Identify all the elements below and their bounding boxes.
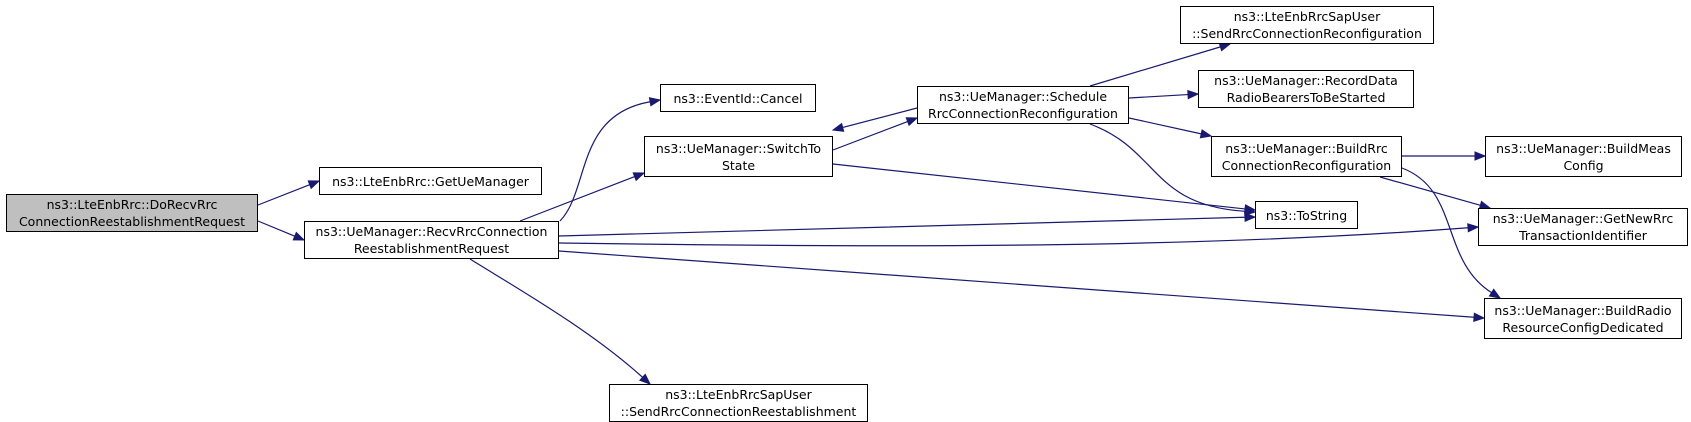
edge-arrowhead-build_reconf-to-build_radio <box>1488 288 1502 299</box>
node-label-line: ns3::UeManager::RecvRrcConnection <box>315 224 548 239</box>
edge-recv_rrc-to-send_reestablishment <box>469 258 643 378</box>
node-label-line: ResourceConfigDedicated <box>1502 319 1664 335</box>
edge-schedule_reconf-to-switch_to_state <box>842 107 918 129</box>
node-ue-manager-record-data-radio-bearers-to-be-started[interactable]: ns3::UeManager::RecordData RadioBearersT… <box>1198 70 1414 108</box>
call-edges <box>257 42 1502 385</box>
node-label-line: TransactionIdentifier <box>1519 228 1647 243</box>
edge-arrowhead-recv_rrc-to-event_cancel <box>648 97 662 107</box>
node-label-line: ns3::LteEnbRrcSapUser <box>1233 9 1381 24</box>
node-ue-manager-recv-rrc-connection-reestablishment-request[interactable]: ns3::UeManager::RecvRrcConnection Reesta… <box>304 221 559 259</box>
node-ue-manager-build-rrc-connection-reconfiguration[interactable]: ns3::UeManager::BuildRrc ConnectionRecon… <box>1211 136 1402 177</box>
node-label-line: ConnectionReconfiguration <box>1221 157 1392 173</box>
edge-arrowhead-build_reconf-to-build_meas <box>1474 151 1487 161</box>
edge-schedule_reconf-to-to_string <box>1089 123 1246 212</box>
edge-schedule_reconf-to-build_reconf <box>1128 117 1202 135</box>
node-label-line: ns3::LteEnbRrcSapUser <box>665 387 812 402</box>
edge-arrowhead-schedule_reconf-to-record_drb <box>1187 89 1200 100</box>
node-label-line: ns3::UeManager::RecordData <box>1214 73 1398 88</box>
node-to-string[interactable]: ns3::ToString <box>1255 201 1358 229</box>
node-label-line: ::SendRrcConnectionReestablishment <box>620 404 857 419</box>
edge-arrowhead-schedule_reconf-to-to_string <box>1244 206 1257 217</box>
edge-arrowhead-recv_rrc-to-build_radio <box>1473 312 1486 322</box>
node-ue-manager-get-new-rrc-transaction-identifier[interactable]: ns3::UeManager::GetNewRrc TransactionIde… <box>1478 208 1688 246</box>
edge-root-to-get_ue_manager <box>257 184 310 206</box>
edge-recv_rrc-to-to_string <box>558 216 1246 237</box>
node-ue-manager-build-meas-config[interactable]: ns3::UeManager::BuildMeas Config <box>1485 136 1682 177</box>
node-label-line: ns3::LteEnbRrc::GetUeManager <box>332 173 529 189</box>
edge-build_reconf-to-build_radio <box>1401 167 1492 294</box>
node-event-id-cancel[interactable]: ns3::EventId::Cancel <box>660 84 816 112</box>
edge-arrowhead-recv_rrc-to-new_transaction <box>1467 223 1480 233</box>
node-label-line: ns3::UeManager::BuildRrc <box>1225 140 1388 156</box>
node-lte-enb-rrc-sap-user-send-rrc-connection-reestablishment[interactable]: ns3::LteEnbRrcSapUser ::SendRrcConnectio… <box>609 384 868 422</box>
node-ue-manager-build-radio-resource-config-dedicated[interactable]: ns3::UeManager::BuildRadio ResourceConfi… <box>1484 298 1682 339</box>
edge-recv_rrc-to-build_radio <box>558 250 1475 318</box>
edge-schedule_reconf-to-record_drb <box>1128 93 1189 99</box>
edge-arrowhead-root-to-get_ue_manager <box>307 180 321 190</box>
edge-arrowhead-recv_rrc-to-send_reestablishment <box>639 373 652 385</box>
edge-switch_to_state-to-schedule_reconf <box>832 120 908 151</box>
node-label-line: ns3::EventId::Cancel <box>673 90 803 106</box>
node-label-line: ::SendRrcConnectionReconfiguration <box>1192 26 1422 41</box>
edge-arrowhead-schedule_reconf-to-send_reconf <box>1218 42 1232 52</box>
edge-recv_rrc-to-new_transaction <box>558 227 1469 247</box>
edge-arrowhead-schedule_reconf-to-switch_to_state <box>831 122 845 132</box>
node-label-line: Config <box>1563 157 1604 173</box>
edge-recv_rrc-to-event_cancel <box>559 101 651 222</box>
edge-arrowhead-recv_rrc-to-to_string <box>1244 212 1257 223</box>
node-lte-enb-rrc-sap-user-send-rrc-connection-reconfiguration[interactable]: ns3::LteEnbRrcSapUser ::SendRrcConnectio… <box>1180 6 1434 44</box>
node-label-line: ns3::UeManager::SwitchTo <box>655 140 822 156</box>
node-ue-manager-switch-to-state[interactable]: ns3::UeManager::SwitchTo State <box>644 136 833 177</box>
node-label-line: RrcConnectionReconfiguration <box>928 106 1118 121</box>
edge-schedule_reconf-to-send_reconf <box>1089 46 1221 87</box>
edge-arrowhead-switch_to_state-to-schedule_reconf <box>905 117 919 127</box>
node-label-line: ns3::LteEnbRrc::DoRecvRrc <box>46 197 218 212</box>
call-graph: ns3::LteEnbRrc::DoRecvRrc ConnectionRees… <box>6 6 1688 422</box>
node-lte-enb-rrc-get-ue-manager[interactable]: ns3::LteEnbRrc::GetUeManager <box>319 167 542 195</box>
node-root-do-recv-rrc-connection-reestablishment-request: ns3::LteEnbRrc::DoRecvRrc ConnectionRees… <box>6 194 258 232</box>
edge-arrowhead-schedule_reconf-to-build_reconf <box>1199 129 1213 139</box>
edge-switch_to_state-to-to_string <box>832 163 1246 210</box>
node-label-line: ReestablishmentRequest <box>353 241 510 256</box>
edge-arrowhead-root-to-recv_rrc <box>292 231 306 241</box>
edge-recv_rrc-to-switch_to_state <box>519 176 635 222</box>
node-label-line: ns3::ToString <box>1265 207 1348 223</box>
node-label-line: ns3::UeManager::BuildRadio <box>1494 302 1672 318</box>
node-label-line: ns3::UeManager::BuildMeas <box>1496 140 1671 156</box>
edge-root-to-recv_rrc <box>257 220 295 237</box>
node-label-line: ns3::UeManager::GetNewRrc <box>1492 211 1674 226</box>
edge-build_reconf-to-new_transaction <box>1379 176 1481 206</box>
node-label-line: State <box>721 157 756 173</box>
node-ue-manager-schedule-rrc-connection-reconfiguration[interactable]: ns3::UeManager::Schedule RrcConnectionRe… <box>917 86 1129 124</box>
edge-arrowhead-recv_rrc-to-switch_to_state <box>632 172 646 182</box>
node-label-line: ConnectionReestablishmentRequest <box>18 214 246 229</box>
node-label-line: ns3::UeManager::Schedule <box>938 89 1108 104</box>
node-label-line: RadioBearersToBeStarted <box>1226 90 1386 105</box>
